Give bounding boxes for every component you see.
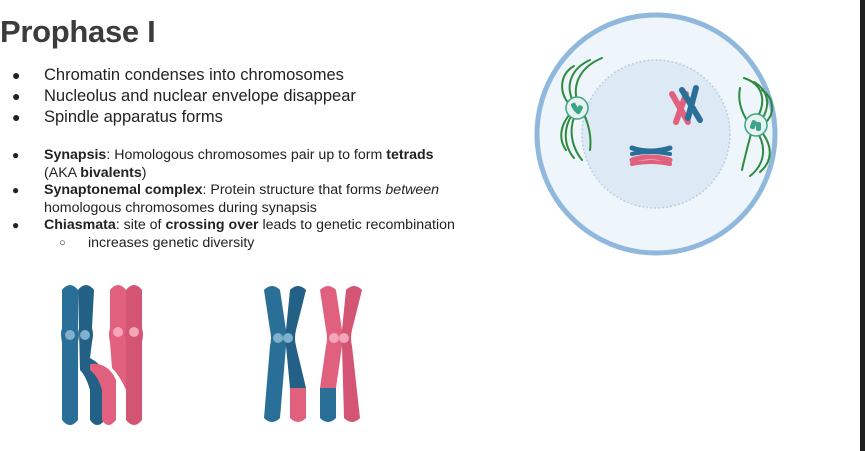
term-synapsis: Synapsis (44, 147, 107, 163)
slide-title: Prophase I (0, 14, 156, 49)
bullet-dot: ● (12, 109, 21, 125)
window-edge (860, 0, 865, 451)
term-bivalents: bivalents (80, 164, 142, 181)
bullet-chiasmata: ● Chiasmata: site of crossing over leads… (12, 217, 492, 235)
term-synaptonemal: Synaptonemal complex (44, 182, 203, 198)
sub-bullet-circle: ○ (59, 236, 66, 249)
detail-bullet-list: ● Synapsis: Homologous chromosomes pair … (12, 147, 492, 252)
bullet-dot: ● (12, 218, 20, 232)
recombinant-chromatids-icon (264, 286, 362, 422)
emphasis-between: between (385, 182, 440, 198)
bullet-text: : site of (115, 217, 166, 233)
bullet-synapsis: ● Synapsis: Homologous chromosomes pair … (12, 147, 492, 182)
bullet-text: increases genetic diversity (88, 234, 255, 251)
bivalent-crossing-over-icon (61, 285, 143, 425)
bullet-dot: ● (12, 148, 20, 162)
term-crossing-over: crossing over (165, 217, 259, 233)
bullet-text: Nucleolus and nuclear envelope disappear (44, 87, 356, 105)
bullet-text: (AKA (44, 164, 81, 181)
bullet-text: Chromatin condenses into chromosomes (44, 66, 344, 84)
term-chiasmata: Chiasmata (44, 217, 116, 233)
bullet-text: ) (141, 164, 147, 181)
bullet-text: Spindle apparatus forms (44, 108, 223, 126)
bullet-dot: ● (12, 88, 21, 104)
term-tetrads: tetrads (386, 147, 434, 163)
bullet-item: ● Nucleolus and nuclear envelope disappea… (12, 86, 356, 107)
sub-bullet-diversity: ○ increases genetic diversity (12, 235, 492, 253)
bullet-text: leads to genetic recombination (258, 217, 455, 233)
bullet-text: homologous chromosomes during synapsis (44, 199, 317, 216)
cell-diagram-icon (534, 12, 778, 256)
bullet-dot: ● (12, 67, 21, 83)
main-bullet-list: ● Chromatin condenses into chromosomes ● N… (12, 65, 356, 128)
bullet-text: : Homologous chromosomes pair up to form (106, 147, 387, 163)
bullet-text: : Protein structure that forms (202, 182, 386, 198)
bullet-synaptonemal: ● Synaptonemal complex: Protein structur… (12, 182, 492, 217)
bullet-item: ● Chromatin condenses into chromosomes (12, 65, 356, 86)
bullet-dot: ● (12, 183, 20, 197)
bullet-item: ● Spindle apparatus forms (12, 107, 356, 128)
